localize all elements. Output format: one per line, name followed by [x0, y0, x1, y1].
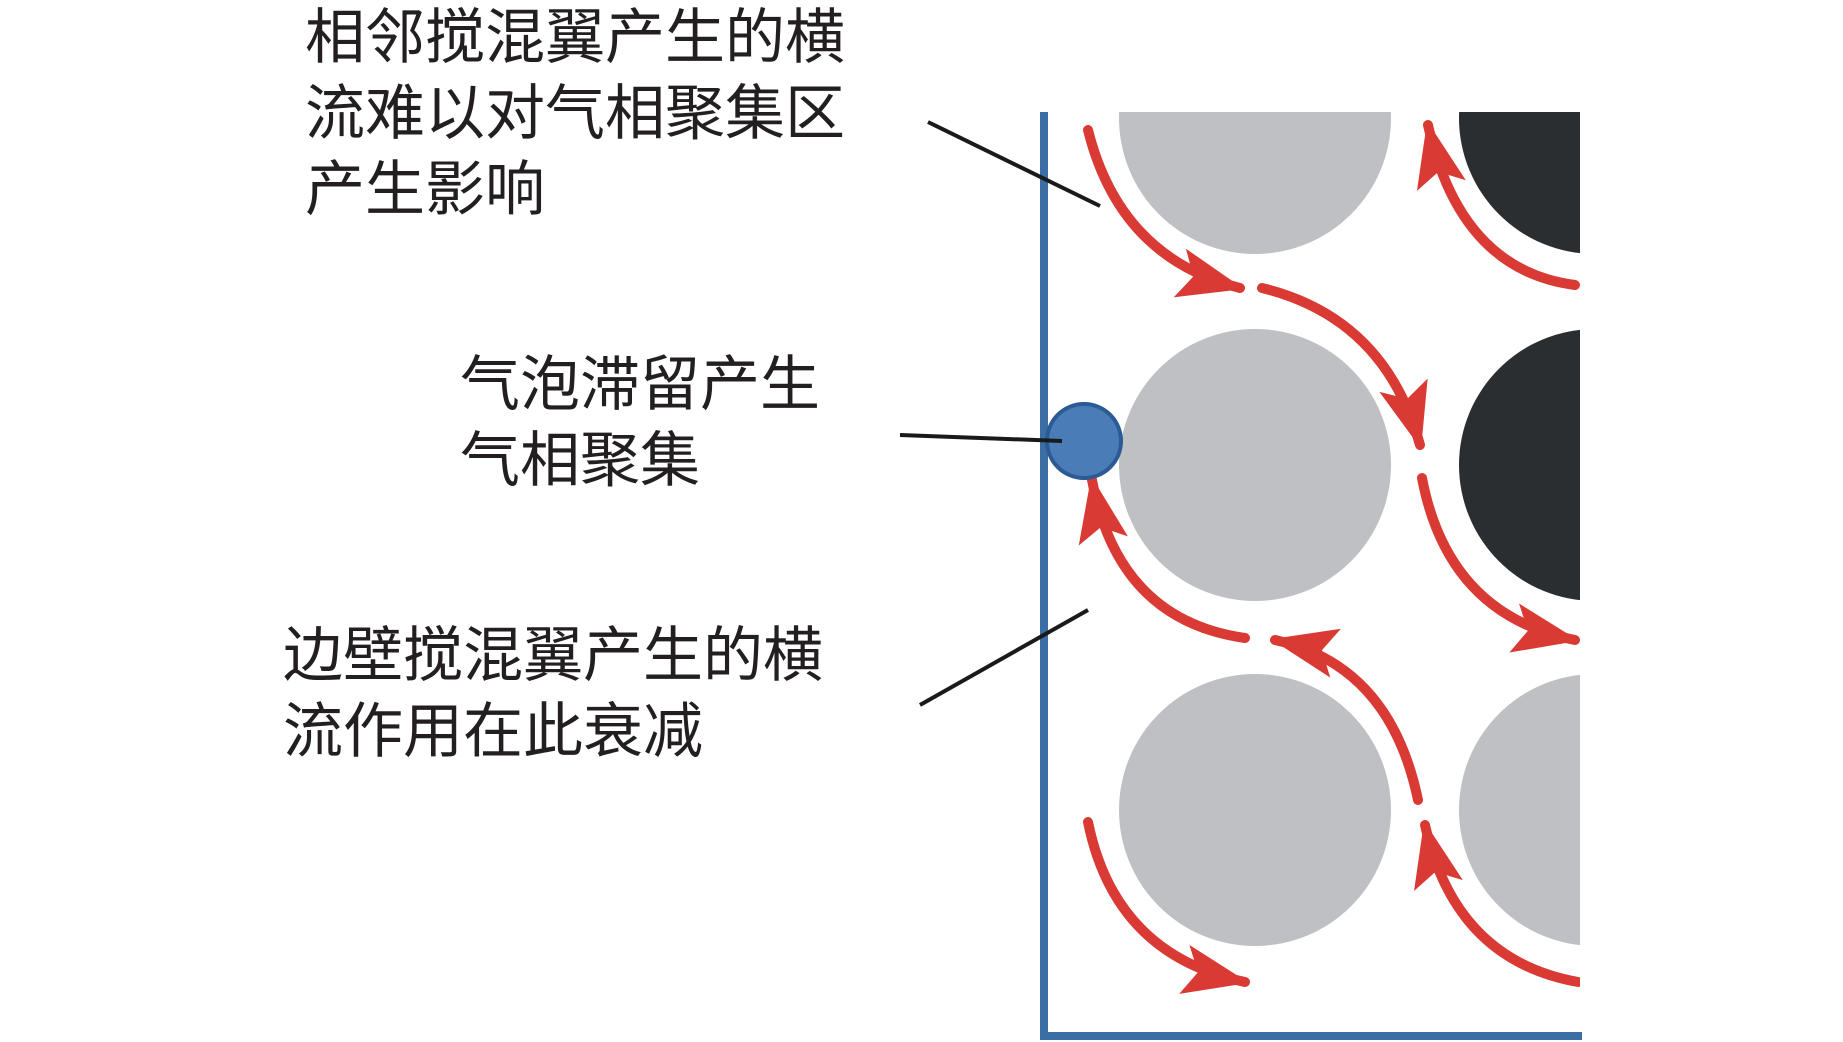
label-line: 产生影响 — [305, 155, 545, 225]
label-adjacent-mixing-vane-crossflow: 相邻搅混翼产生的横 流难以对气相聚集区 产生影响 — [305, 0, 845, 228]
label-line: 气泡滞留产生 — [460, 350, 820, 420]
leader-line-bottom — [919, 608, 1089, 707]
channel — [1078, 112, 1580, 994]
label-wall-mixing-vane-crossflow: 边壁搅混翼产生的横 流作用在此衰减 — [283, 618, 823, 770]
crossflow-arrow-icon — [1257, 283, 1428, 450]
crossflow-arrow-icon — [1270, 628, 1423, 805]
crossflow-arrow-icon — [1083, 817, 1250, 994]
fuel-rod-dark — [1459, 329, 1580, 601]
crossflow-arrow-icon — [1414, 820, 1580, 987]
label-bubble-retention: 气泡滞留产生 气相聚集 — [460, 347, 820, 499]
channel-wall — [1040, 112, 1582, 1040]
label-line: 流难以对气相聚集区 — [305, 79, 845, 149]
fuel-rod — [1119, 329, 1391, 601]
label-line: 边壁搅混翼产生的横 — [283, 621, 823, 691]
leader-line-middle — [899, 433, 1063, 443]
label-line: 相邻搅混翼产生的横 — [305, 3, 845, 73]
crossflow-arrow-icon — [1078, 475, 1250, 643]
label-line: 气相聚集 — [460, 426, 700, 496]
leader-line-top — [927, 120, 1101, 208]
fuel-rod — [1119, 112, 1391, 254]
crossflow-arrow-icon — [1083, 125, 1245, 298]
crossflow-arrow-icon — [1416, 120, 1580, 290]
crossflow-arrow-icon — [1417, 473, 1580, 653]
fuel-rod-dark — [1459, 112, 1580, 254]
label-line: 流作用在此衰减 — [283, 697, 703, 767]
fuel-rod — [1119, 674, 1391, 946]
fuel-rod — [1459, 674, 1580, 946]
